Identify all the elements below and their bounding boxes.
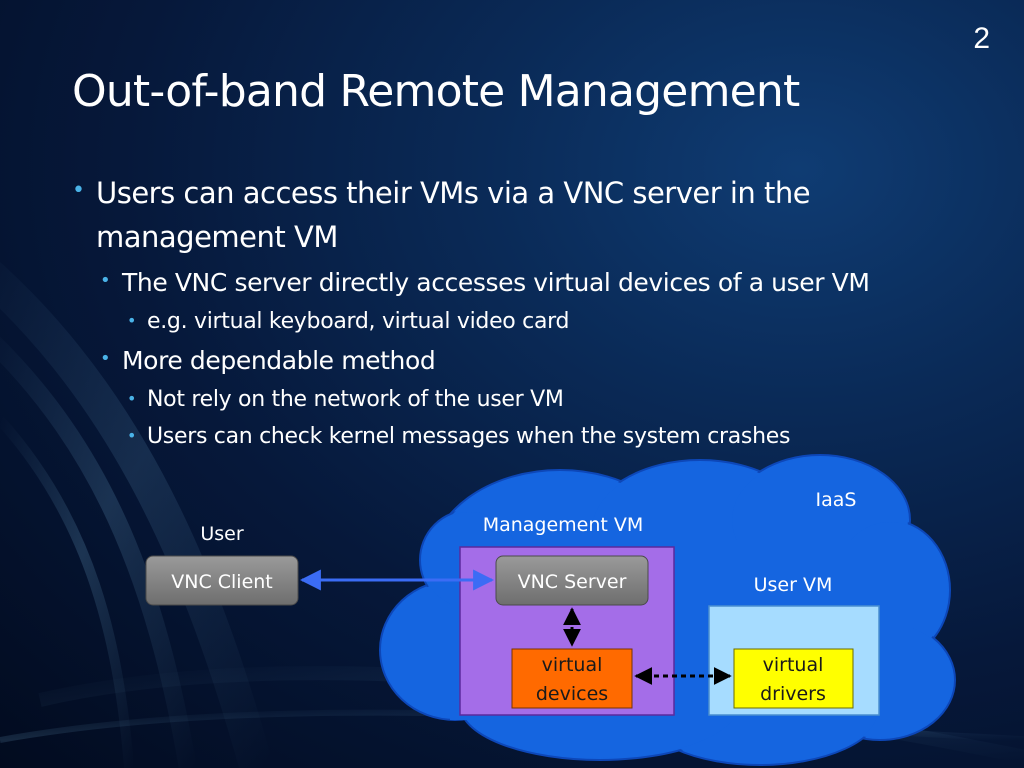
bullet-dot-icon: • [127,426,137,445]
virtual-devices-label-line1: virtual [542,654,603,676]
bullet-1b-i-text: Not rely on the network of the user VM [147,387,564,412]
vnc-client-label: VNC Client [171,571,273,593]
vnc-server-box [495,555,649,606]
user-label: User [200,523,243,545]
bullet-1-text-line2: management VM [96,220,338,254]
bullet-1a-i-text: e.g. virtual keyboard, virtual video car… [147,309,570,334]
virtual-devices-box [511,648,633,709]
bullet-1-text-line1: Users can access their VMs via a VNC ser… [96,176,811,210]
bullet-dot-icon: • [127,389,137,408]
bullet-1-continuation: management VM [96,220,338,254]
vnc-client-box [145,555,299,606]
bullet-1b-text: More dependable method [122,346,436,375]
virtual-drivers-label-line1: virtual [763,654,824,676]
slide-number: 2 [973,22,990,55]
bullet-1b-ii-text: Users can check kernel messages when the… [147,424,791,449]
iaas-label: IaaS [816,489,857,511]
bullet-1b-ii: • Users can check kernel messages when t… [127,424,791,449]
bullet-dot-icon: • [100,348,111,369]
bullet-1b-i: • Not rely on the network of the user VM [127,387,564,412]
bullet-1: • Users can access their VMs via a VNC s… [72,176,811,210]
virtual-drivers-box [733,648,854,709]
vnc-server-label: VNC Server [518,571,627,593]
virtual-drivers-label-line2: drivers [760,683,826,705]
bullet-1a: • The VNC server directly accesses virtu… [100,268,870,297]
bullet-dot-icon: • [72,178,85,203]
bullet-1a-i: • e.g. virtual keyboard, virtual video c… [127,309,570,334]
virtual-devices-label-line2: devices [536,683,608,705]
bullet-1b: • More dependable method [100,346,436,375]
bullet-dot-icon: • [100,270,111,291]
bullet-dot-icon: • [127,311,137,330]
slide-title: Out-of-band Remote Management [72,66,800,117]
management-vm-label: Management VM [483,514,644,536]
bullet-1a-text: The VNC server directly accesses virtual… [122,268,870,297]
user-vm-label: User VM [754,574,833,596]
